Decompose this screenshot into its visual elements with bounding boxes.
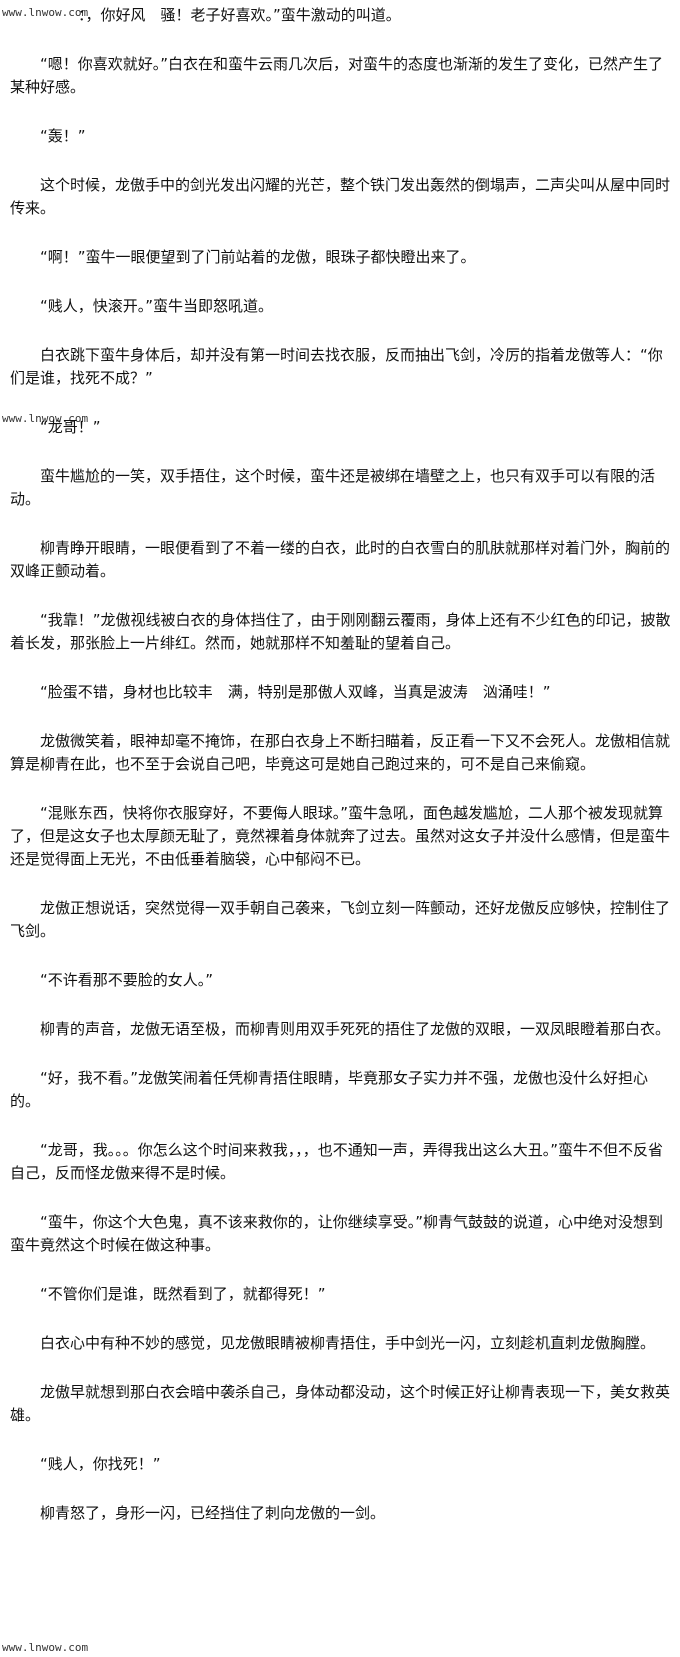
paragraph: “混账东西，快将你衣服穿好，不要侮人眼球。”蛮牛急吼，面色越发尴尬，二人那个被发… — [10, 804, 671, 868]
paragraph: “嗯！你喜欢就好。”白衣在和蛮牛云雨几次后，对蛮牛的态度也渐渐的发生了变化，已然… — [10, 55, 664, 96]
paragraph: “蛮牛，你这个大色鬼，真不该来救你的，让你继续享受。”柳青气鼓鼓的说道，心中绝对… — [10, 1213, 664, 1254]
paragraph: “脸蛋不错，身材也比较丰 满，特别是那傲人双峰，当真是波涛 汹涌哇！” — [40, 683, 551, 701]
paragraph: 蛮牛尴尬的一笑，双手捂住，这个时候，蛮牛还是被绑在墙壁之上，也只有双手可以有限的… — [10, 467, 656, 508]
paragraph: 柳青怒了，身形一闪，已经挡住了刺向龙傲的一剑。 — [40, 1504, 386, 1522]
paragraph: “啊！”蛮牛一眼便望到了门前站着的龙傲，眼珠子都快瞪出来了。 — [40, 248, 476, 266]
article-body: ：，你好风 骚！老子好喜欢。”蛮牛激动的叫道。 “嗯！你喜欢就好。”白衣在和蛮牛… — [0, 4, 680, 1549]
paragraph: 柳青睁开眼睛，一眼便看到了不着一缕的白衣，此时的白衣雪白的肌肤就那样对着门外，胸… — [10, 539, 671, 580]
paragraph: 这个时候，龙傲手中的剑光发出闪耀的光芒，整个铁门发出轰然的倒塌声，二声尖叫从屋中… — [10, 176, 671, 217]
watermark-top: www.lnwow.com — [2, 6, 89, 19]
paragraph: “轰！” — [40, 127, 86, 145]
paragraph: “我靠！”龙傲视线被白衣的身体挡住了，由于刚刚翻云覆雨，身体上还有不少红色的印记… — [10, 611, 671, 652]
paragraph: ：，你好风 骚！老子好喜欢。”蛮牛激动的叫道。 — [78, 6, 401, 24]
paragraph: “贱人，你找死！” — [40, 1455, 161, 1473]
paragraph: “贱人，快滚开。”蛮牛当即怒吼道。 — [40, 297, 274, 315]
paragraph: 龙傲正想说话，突然觉得一双手朝自己袭来，飞剑立刻一阵颤动，还好龙傲反应够快，控制… — [10, 899, 671, 940]
watermark-bottom: www.lnwow.com — [2, 1641, 89, 1654]
paragraph: “不许看那不要脸的女人。” — [40, 971, 214, 989]
paragraph: “不管你们是谁，既然看到了，就都得死！” — [40, 1285, 326, 1303]
paragraph: 柳青的声音，龙傲无语至极，而柳青则用双手死死的捂住了龙傲的双眼，一双凤眼瞪着那白… — [40, 1020, 671, 1038]
paragraph: 白衣跳下蛮牛身体后，却并没有第一时间去找衣服，反而抽出飞剑，冷厉的指着龙傲等人：… — [10, 346, 663, 387]
paragraph: “龙哥！” — [40, 418, 101, 436]
paragraph: 龙傲早就想到那白衣会暗中袭杀自己，身体动都没动，这个时候正好让柳青表现一下，美女… — [10, 1383, 671, 1424]
paragraph: “好，我不看。”龙傲笑闹着任凭柳青捂住眼睛，毕竟那女子实力并不强，龙傲也没什么好… — [10, 1069, 649, 1110]
paragraph: 龙傲微笑着，眼神却毫不掩饰，在那白衣身上不断扫瞄着，反正看一下又不会死人。龙傲相… — [10, 732, 671, 773]
paragraph: “龙哥，我。。。你怎么这个时间来救我，，，也不通知一声，弄得我出这么大丑。”蛮牛… — [10, 1141, 664, 1182]
paragraph: 白衣心中有种不妙的感觉，见龙傲眼睛被柳青捂住，手中剑光一闪，立刻趁机直刺龙傲胸膛… — [40, 1334, 656, 1352]
watermark-middle: www.lnwow.com — [2, 412, 89, 425]
